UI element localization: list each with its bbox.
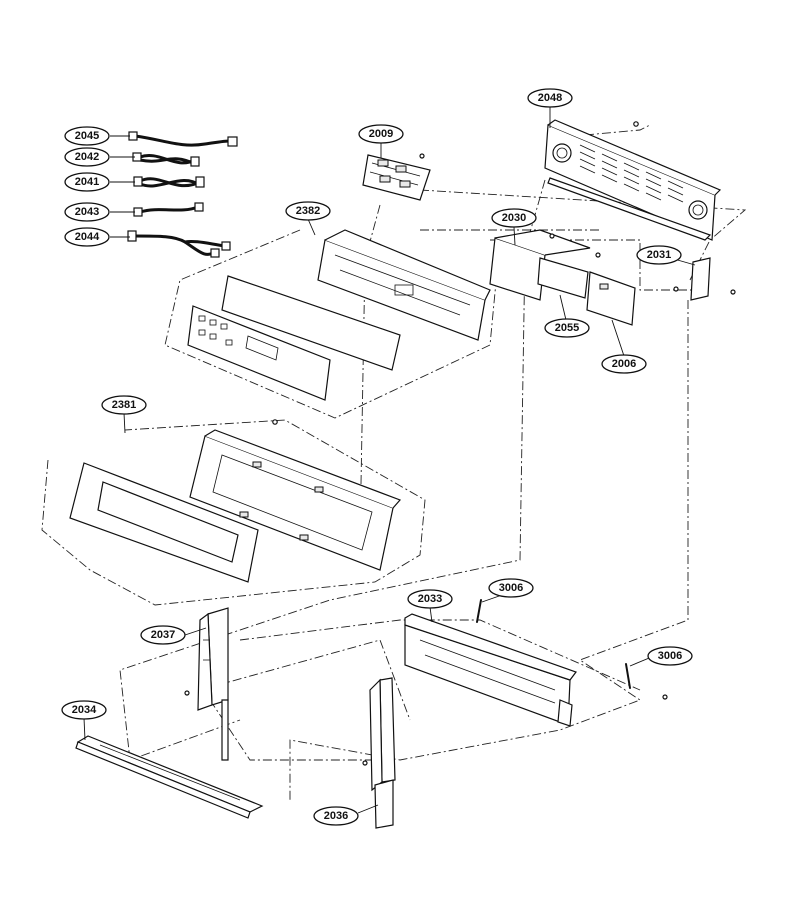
callout-2048: 2048 [527,88,573,108]
svg-text:2043: 2043 [75,206,99,218]
wire-harness-2045 [128,131,238,147]
callout-leaders [83,107,696,814]
svg-text:2030: 2030 [502,212,526,224]
screw-3006-b [625,663,668,700]
svg-text:2382: 2382 [296,205,320,217]
svg-text:2033: 2033 [418,593,442,605]
callout-2031: 2031 [636,245,682,265]
svg-text:2055: 2055 [555,322,579,334]
rear-vent-panel-2048 [544,119,722,241]
svg-text:3006: 3006 [499,582,523,594]
callout-2041: 2041 [64,172,110,192]
svg-text:2006: 2006 [612,358,636,370]
callout-2006: 2006 [601,354,647,374]
bracket-2055 [537,252,601,299]
callout-2043: 2043 [64,202,110,222]
bottom-rail-2034 [75,735,264,819]
control-board-2009 [362,153,431,201]
callout-2044: 2044 [64,227,110,247]
callout-2382: 2382 [285,201,331,221]
callout-3006-b: 3006 [647,646,693,666]
assembly-guide-lines [41,124,747,800]
wire-harness-2043 [133,202,204,217]
svg-text:2037: 2037 [151,629,175,641]
front-panel-2381 [69,419,402,583]
wire-harness-2042 [132,152,200,167]
callout-2033: 2033 [407,589,453,609]
callout-3006-a: 3006 [488,578,534,598]
callout-2055: 2055 [544,318,590,338]
callout-2037: 2037 [140,625,186,645]
svg-text:2009: 2009 [369,128,393,140]
svg-text:2381: 2381 [112,399,136,411]
svg-text:2041: 2041 [75,176,99,188]
callout-2381: 2381 [101,395,147,415]
svg-text:2048: 2048 [538,92,562,104]
svg-text:2045: 2045 [75,130,99,142]
cover-2006 [586,271,636,326]
callouts: 2045 2042 2041 2043 2044 2009 2048 2382 [61,88,693,826]
callout-2009: 2009 [358,124,404,144]
svg-text:2042: 2042 [75,151,99,163]
bracket-2031 [673,257,736,301]
svg-text:2031: 2031 [647,249,671,261]
svg-text:2034: 2034 [72,704,97,716]
svg-text:3006: 3006 [658,650,682,662]
side-bracket-2037 [184,607,229,761]
callout-2036: 2036 [313,806,359,826]
screw-3006-a [476,599,482,623]
control-panel-2382 [187,229,491,401]
svg-text:2036: 2036 [324,810,348,822]
callout-2030: 2030 [491,208,537,228]
svg-text:2044: 2044 [75,231,100,243]
callout-2042: 2042 [64,147,110,167]
wire-harness-2044 [127,230,231,258]
callout-2045: 2045 [64,126,110,146]
bracket-2030 [489,229,591,301]
rear-bracket-2033 [404,613,577,727]
callout-2034: 2034 [61,700,107,720]
side-bracket-2036 [362,677,396,829]
wire-harness-2041 [133,176,205,188]
